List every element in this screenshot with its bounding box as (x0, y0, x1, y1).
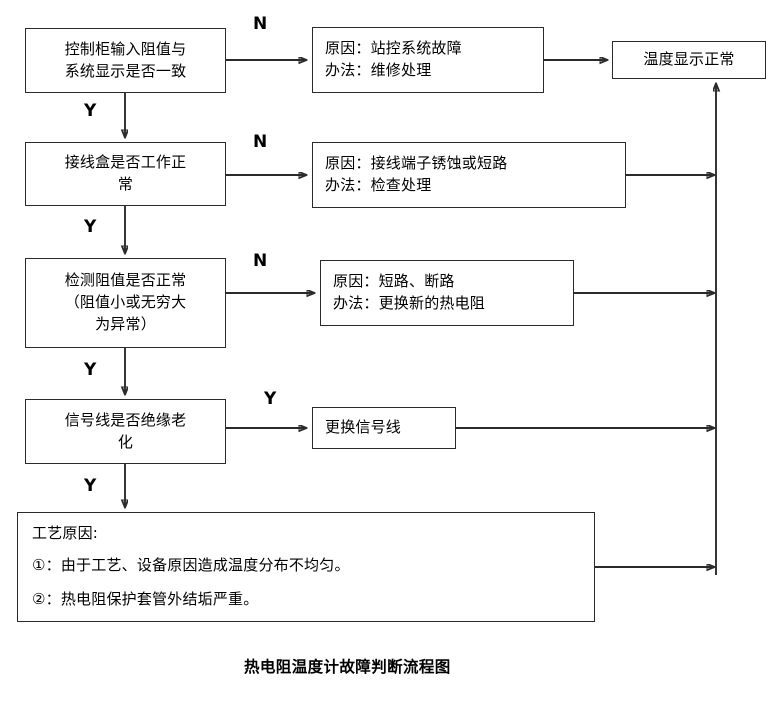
branch-label-d2-yes: Y (84, 217, 97, 237)
branch-label-d1-no: N (253, 14, 268, 34)
branch-label-d2-no: N (253, 132, 268, 152)
branch-label-d3-yes: Y (84, 360, 97, 380)
action-short-or-open-circuit-line-1: 原因：短路、断路 (333, 272, 455, 291)
action-replace-signal-line-label: 更换信号线 (325, 418, 402, 437)
process-causes-item-2: ②：热电阻保护套管外结垢严重。 (32, 589, 259, 608)
decision-measure-resistance-line-3: 为异常） (95, 314, 156, 333)
decision-signal-line-aging-line-2: 化 (117, 432, 134, 451)
action-short-or-open-circuit[interactable]: 原因：短路、断路 办法：更换新的热电阻 (320, 260, 574, 326)
branch-label-d4-down-yes: Y (84, 476, 97, 496)
decision-cabinet-resistance-line-2: 系统显示是否一致 (64, 61, 187, 80)
action-replace-signal-line[interactable]: 更换信号线 (312, 407, 456, 449)
terminal-temperature-normal[interactable]: 温度显示正常 (612, 41, 766, 79)
action-terminal-corrosion-line-1: 原因：接线端子锈蚀或短路 (325, 154, 508, 173)
decision-measure-resistance-line-2: （阻值小或无穷大 (64, 293, 187, 312)
branch-label-d4-yes: Y (264, 389, 277, 409)
branch-label-d3-no: N (253, 251, 268, 271)
process-causes-box[interactable]: 工艺原因: ①：由于工艺、设备原因造成温度分布不均匀。 ②：热电阻保护套管外结垢… (17, 512, 595, 622)
process-causes-item-1: ①：由于工艺、设备原因造成温度分布不均匀。 (32, 556, 350, 575)
process-causes-heading: 工艺原因: (32, 524, 99, 543)
decision-cabinet-resistance[interactable]: 控制柜输入阻值与 系统显示是否一致 (25, 28, 226, 93)
branch-label-d1-yes: Y (84, 101, 97, 121)
action-short-or-open-circuit-line-2: 办法：更换新的热电阻 (333, 294, 486, 312)
decision-junction-box-line-2: 常 (117, 175, 134, 193)
action-station-control-fault[interactable]: 原因：站控系统故障 办法：维修处理 (312, 27, 544, 93)
action-station-control-fault-line-2: 办法：维修处理 (325, 61, 432, 79)
decision-measure-resistance[interactable]: 检测阻值是否正常 （阻值小或无穷大 为异常） (25, 258, 226, 348)
action-terminal-corrosion-line-2: 办法：检查处理 (325, 176, 432, 194)
decision-junction-box[interactable]: 接线盒是否工作正 常 (25, 142, 226, 206)
decision-cabinet-resistance-line-1: 控制柜输入阻值与 (64, 39, 187, 58)
decision-signal-line-aging-line-1: 信号线是否绝缘老 (64, 410, 187, 429)
decision-signal-line-aging[interactable]: 信号线是否绝缘老 化 (25, 399, 226, 464)
decision-junction-box-line-1: 接线盒是否工作正 (64, 153, 187, 172)
decision-measure-resistance-line-1: 检测阻值是否正常 (64, 271, 187, 290)
terminal-temperature-normal-label: 温度显示正常 (643, 50, 735, 69)
action-station-control-fault-line-1: 原因：站控系统故障 (325, 39, 462, 58)
diagram-caption: 热电阻温度计故障判断流程图 (244, 658, 451, 676)
action-terminal-corrosion[interactable]: 原因：接线端子锈蚀或短路 办法：检查处理 (312, 142, 626, 208)
